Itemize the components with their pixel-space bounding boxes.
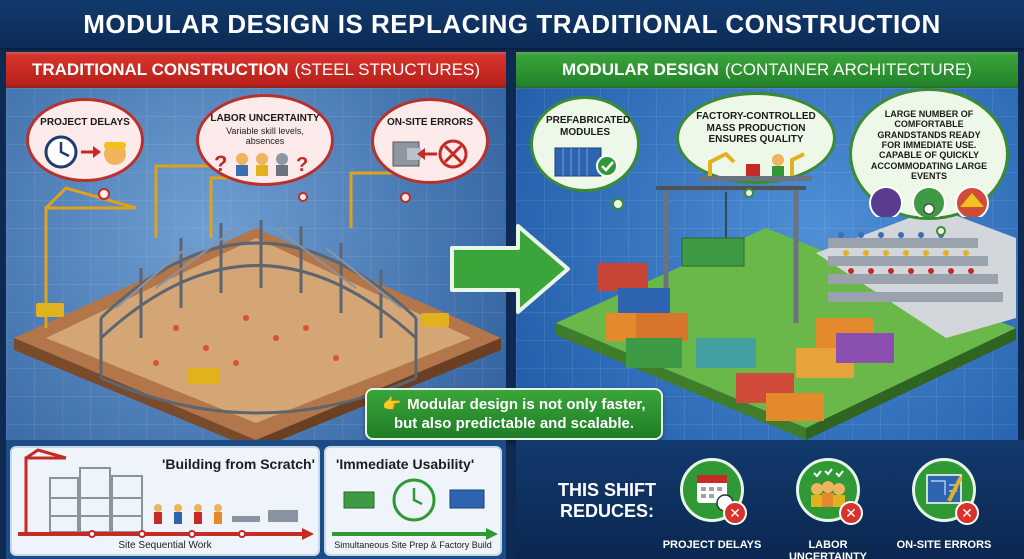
clock-delay-icon	[44, 135, 126, 168]
parallel-build-illustration	[332, 478, 498, 540]
workers-question-icon: ? ?	[214, 151, 308, 177]
badge-label: LABOR UNCERTAINTY	[788, 539, 867, 559]
bubble-title: FACTORY-CONTROLLED MASS PRODUCTION ENSUR…	[696, 111, 816, 145]
usability-caption: Simultaneous Site Prep & Factory Build	[334, 540, 492, 550]
callout-line-2: but also predictable and scalable.	[393, 415, 635, 432]
bubble-on-site-errors: ON-SITE ERRORS	[371, 98, 489, 184]
page-title: MODULAR DESIGN IS REPLACING TRADITIONAL …	[83, 8, 941, 39]
reduces-line-2: REDUCES:	[559, 500, 654, 521]
container-site-illustration	[556, 185, 1016, 440]
immediate-usability-card: 'Immediate Usability' Simultaneous Site …	[324, 446, 502, 556]
building-from-scratch-card: 'Building from Scratch' Site Sequential …	[10, 446, 320, 556]
traditional-panel: PROJECT DELAYS LABOR UNCERTAINTY Variabl…	[6, 88, 506, 440]
events-icons	[869, 186, 989, 217]
badge-project-delays: ✕	[680, 458, 747, 525]
scratch-caption: Site Sequential Work	[118, 540, 212, 551]
pointing-hand-icon: 👉	[382, 395, 402, 413]
svg-text:?: ?	[214, 151, 227, 176]
bubble-grandstands: LARGE NUMBER OF COMFORTABLE GRANDSTANDS …	[849, 88, 1009, 220]
badge-on-site-errors: ✕	[912, 458, 979, 525]
traditional-heading-main: TRADITIONAL CONSTRUCTION	[31, 60, 289, 79]
bubble-title: LARGE NUMBER OF COMFORTABLE GRANDSTANDS …	[870, 109, 988, 182]
scratch-title: 'Building from Scratch'	[162, 456, 315, 472]
bubble-title: LABOR UNCERTAINTY	[210, 113, 320, 124]
bubble-labor-uncertainty: LABOR UNCERTAINTY Variable skill levels,…	[196, 94, 334, 186]
modular-heading-sub: (CONTAINER ARCHITECTURE)	[724, 60, 972, 79]
title-bar: MODULAR DESIGN IS REPLACING TRADITIONAL …	[0, 0, 1024, 50]
badge-label: PROJECT DELAYS	[662, 539, 762, 551]
bubble-tail	[936, 226, 946, 236]
badge-label: ON-SITE ERRORS	[896, 539, 992, 551]
bubble-tail	[612, 198, 624, 210]
modular-heading-main: MODULAR DESIGN	[562, 60, 719, 79]
modular-panel: PREFABRICATED MODULES FACTORY-CONTROLLED…	[516, 88, 1018, 440]
traditional-heading-sub: (STEEL STRUCTURES)	[294, 60, 480, 79]
bubble-title: PROJECT DELAYS	[40, 117, 130, 128]
badge-labor-uncertainty: ✕	[796, 458, 863, 525]
key-message-callout: 👉 Modular design is not only faster, but…	[365, 388, 663, 440]
reduce-x-icon: ✕	[839, 501, 863, 525]
reduces-strip: THIS SHIFT REDUCES: ✕ PROJECT DELAYS ✕ L…	[516, 440, 1024, 559]
bubble-tail	[98, 188, 110, 200]
bubble-tail	[400, 192, 411, 203]
reduces-heading: THIS SHIFT REDUCES:	[542, 480, 672, 521]
usability-title: 'Immediate Usability'	[336, 456, 475, 472]
bubble-tail	[298, 192, 308, 202]
bubble-title: PREFABRICATED MODULES	[546, 115, 631, 138]
reduce-x-icon: ✕	[723, 501, 747, 525]
reduce-x-icon: ✕	[955, 501, 979, 525]
misaligned-beam-icon	[392, 139, 468, 168]
bubble-prefabricated-modules: PREFABRICATED MODULES	[530, 96, 640, 192]
svg-text:?: ?	[296, 154, 308, 176]
modular-heading: MODULAR DESIGN (CONTAINER ARCHITECTURE)	[516, 52, 1018, 88]
transition-arrow-icon	[450, 224, 570, 314]
bubble-title: ON-SITE ERRORS	[386, 117, 474, 128]
factory-robot-arm-icon	[700, 151, 812, 181]
bubble-tail	[744, 188, 754, 198]
steel-stadium-illustration	[14, 164, 501, 440]
sequential-build-illustration	[18, 448, 314, 540]
reduces-line-1: THIS SHIFT	[558, 480, 656, 500]
container-check-icon	[554, 147, 618, 177]
blueprint-pencil-icon	[926, 474, 963, 504]
callout-line-1: Modular design is not only faster,	[407, 395, 646, 413]
traditional-heading: TRADITIONAL CONSTRUCTION (STEEL STRUCTUR…	[6, 52, 506, 88]
bubble-project-delays: PROJECT DELAYS	[26, 98, 144, 182]
bubble-factory-production: FACTORY-CONTROLLED MASS PRODUCTION ENSUR…	[676, 92, 836, 184]
bubble-subtitle: Variable skill levels, absences	[226, 125, 304, 146]
